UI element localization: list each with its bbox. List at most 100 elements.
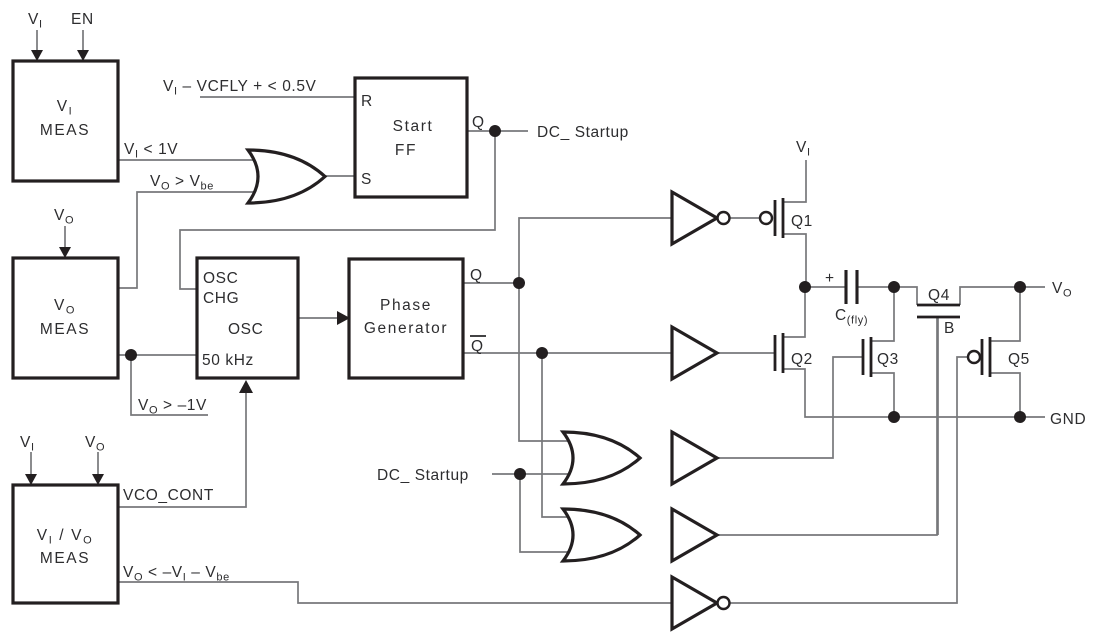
- wire-q-branch: [518, 217, 672, 442]
- label-vi-rail: VI: [796, 139, 811, 159]
- wire-inv5-to-q5gate: [729, 356, 968, 604]
- wire-qbar-branch: [541, 353, 572, 518]
- label-q4-gate-b: B: [944, 320, 955, 337]
- label-ff-r: R: [361, 93, 373, 110]
- arrowhead-vo-bot: [92, 474, 104, 485]
- label-vo-gt-vbe: VO > Vbe: [150, 173, 214, 193]
- label-osc-corner2: CHG: [203, 290, 239, 307]
- label-phasegen-q: Q: [470, 267, 483, 284]
- label-vi-lt-1v: VI < 1V: [124, 141, 178, 161]
- junction-gnd-q3: [888, 411, 900, 423]
- or-gate-1: [244, 148, 328, 205]
- junction-gnd-q5: [1014, 411, 1026, 423]
- mosfet-q3: [861, 337, 873, 377]
- label-q5: Q5: [1008, 351, 1030, 368]
- mosfet-q2: [773, 333, 785, 373]
- wire-buf3-to-q3gate: [717, 356, 863, 459]
- label-vo-gt-neg1v: VO > –1V: [138, 397, 207, 417]
- arrowhead-vco-cont: [239, 380, 253, 393]
- arrowhead-en-top: [77, 50, 89, 61]
- inverter-5: [670, 574, 731, 632]
- label-phasegen-qbar: Q: [471, 338, 484, 355]
- label-dc-startup-top: DC_ Startup: [537, 124, 629, 141]
- gates: [244, 148, 731, 632]
- block-vi-meas: [11, 59, 120, 183]
- label-vo-meas-1: VO: [54, 297, 76, 317]
- buffer-3: [670, 429, 721, 487]
- q5-gate-bubble: [966, 349, 982, 365]
- label-ff-s: S: [361, 171, 372, 188]
- transistors: [758, 198, 992, 377]
- wire-q2-drain-source-gnd: [783, 287, 1045, 418]
- wire-startup-to-oscchg: [179, 131, 496, 290]
- junction-cfly-left: [799, 281, 811, 293]
- labels: VI EN VI MEAS VI – VCFLY + < 0.5V VI < 1…: [20, 11, 1086, 584]
- wire-q5-drain-source: [990, 287, 1021, 417]
- block-vo-meas: [11, 256, 120, 380]
- label-q2: Q2: [791, 351, 813, 368]
- label-ff-ff: FF: [395, 142, 417, 159]
- label-cfly-plus: +: [825, 270, 835, 287]
- junction-cfly-right: [888, 281, 900, 293]
- label-gnd: GND: [1050, 411, 1086, 428]
- block-vivo-meas: [11, 483, 120, 605]
- label-r-condition: VI – VCFLY + < 0.5V: [163, 78, 317, 98]
- junction-vo-node: [1014, 281, 1026, 293]
- junction-qbar: [536, 347, 548, 359]
- wires: [30, 30, 1045, 604]
- q1-gate-bubble: [758, 210, 774, 226]
- label-vi-meas-2: MEAS: [40, 122, 90, 139]
- wire-vivo-input-arrows: [30, 452, 99, 474]
- wire-vo-gt-neg1v: [130, 355, 208, 416]
- wire-q3-drain-source: [871, 287, 895, 417]
- label-vo-out: VO: [1052, 280, 1072, 300]
- label-q4: Q4: [928, 287, 950, 304]
- buffer-4: [670, 506, 721, 564]
- block-start-ff: [353, 76, 469, 199]
- label-q1: Q1: [791, 213, 813, 230]
- wire-q4-rail: [894, 286, 1020, 305]
- label-phasegen-2: Generator: [364, 320, 448, 337]
- label-phasegen-1: Phase: [380, 297, 432, 314]
- label-vi-top: VI: [28, 11, 43, 31]
- mosfet-q4: [917, 303, 960, 319]
- wire-dc-startup-branch: [519, 474, 572, 553]
- arrowhead-vo-mid: [59, 247, 71, 258]
- label-ff-start: Start: [393, 118, 434, 135]
- buffer-2: [670, 324, 721, 382]
- wire-vo-gt-vbe: [118, 191, 258, 289]
- label-vi-meas-1: VI: [57, 98, 74, 118]
- label-vo-bot: VO: [85, 434, 105, 454]
- label-osc-name: OSC: [228, 321, 263, 338]
- junction-ff-q: [489, 125, 501, 137]
- label-vivo-meas-1: VI / VO: [37, 527, 93, 547]
- label-q3: Q3: [877, 351, 899, 368]
- label-vco-cont: VCO_CONT: [123, 487, 214, 504]
- arrowhead-osc-to-phasegen: [337, 311, 350, 325]
- or-gate-2: [559, 430, 643, 486]
- inverter-1-bubble: [716, 210, 731, 226]
- wire-vo-lt-cond: [118, 581, 672, 604]
- label-vi-bot: VI: [20, 434, 35, 454]
- label-vo-mid: VO: [54, 207, 74, 227]
- junction-q: [513, 277, 525, 289]
- wire-vi-en-inputs: [36, 30, 84, 50]
- inverter-1: [670, 189, 731, 247]
- block-phase-generator: [347, 257, 465, 380]
- wire-buf4-to-q4gate: [717, 317, 938, 536]
- label-osc-freq: 50 kHz: [202, 352, 254, 369]
- or-gate-3: [559, 507, 643, 563]
- label-ff-q: Q: [472, 114, 485, 131]
- block-osc: [195, 256, 300, 380]
- wire-vco-cont: [118, 392, 247, 508]
- label-vo-meas-2: MEAS: [40, 321, 90, 338]
- wire-q1-drain-source: [783, 160, 807, 287]
- junction-vomeas-out: [125, 349, 137, 361]
- capacitor-cfly: [844, 270, 859, 304]
- label-en-top: EN: [71, 11, 94, 28]
- label-cfly: C(fly): [835, 307, 868, 327]
- label-osc-corner1: OSC: [203, 270, 238, 287]
- arrowhead-vi-top: [31, 50, 43, 61]
- arrowheads: [25, 50, 350, 485]
